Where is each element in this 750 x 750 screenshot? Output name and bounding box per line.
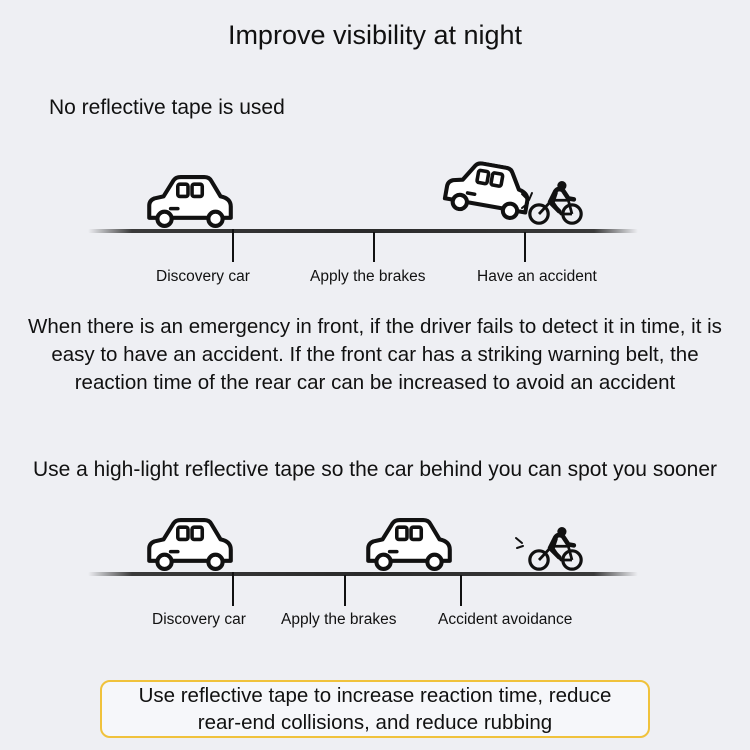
- tick-discovery: [232, 572, 234, 606]
- cyclist-icon: [528, 180, 583, 226]
- explanation-text: When there is an emergency in front, if …: [28, 315, 722, 394]
- label-accident-avoidance: Accident avoidance: [438, 611, 573, 628]
- tick-discovery: [232, 229, 234, 262]
- label-discovery-car: Discovery car: [156, 268, 250, 285]
- cyclist-icon: [528, 526, 583, 572]
- summary-box: Use reflective tape to increase reaction…: [100, 680, 650, 738]
- tick-brakes: [344, 575, 346, 606]
- tick-brakes: [373, 232, 375, 262]
- summary-line-1: Use reflective tape to increase reaction…: [138, 684, 612, 707]
- label-discovery-car: Discovery car: [152, 611, 246, 628]
- summary-line-2: rear-end collisions, and reduce rubbing: [197, 711, 553, 734]
- label-apply-brakes: Apply the brakes: [281, 611, 397, 628]
- label-apply-brakes: Apply the brakes: [310, 268, 426, 285]
- tick-avoidance: [460, 575, 462, 606]
- motion-lines-icon: [515, 537, 524, 549]
- car-icon: [143, 518, 235, 571]
- car-icon: [362, 518, 454, 571]
- label-have-accident: Have an accident: [477, 268, 597, 285]
- road-line-bottom: [88, 572, 638, 576]
- tick-accident: [524, 232, 526, 262]
- road-line-top: [88, 229, 638, 233]
- impact-spark-icon: [521, 192, 533, 209]
- scenario-with-heading: Use a high-light reflective tape so the …: [32, 458, 718, 481]
- car-icon: [143, 175, 235, 228]
- scenario-without-heading: No reflective tape is used: [49, 96, 285, 119]
- crashed-car-icon: [437, 155, 537, 223]
- page-title: Improve visibility at night: [227, 20, 523, 50]
